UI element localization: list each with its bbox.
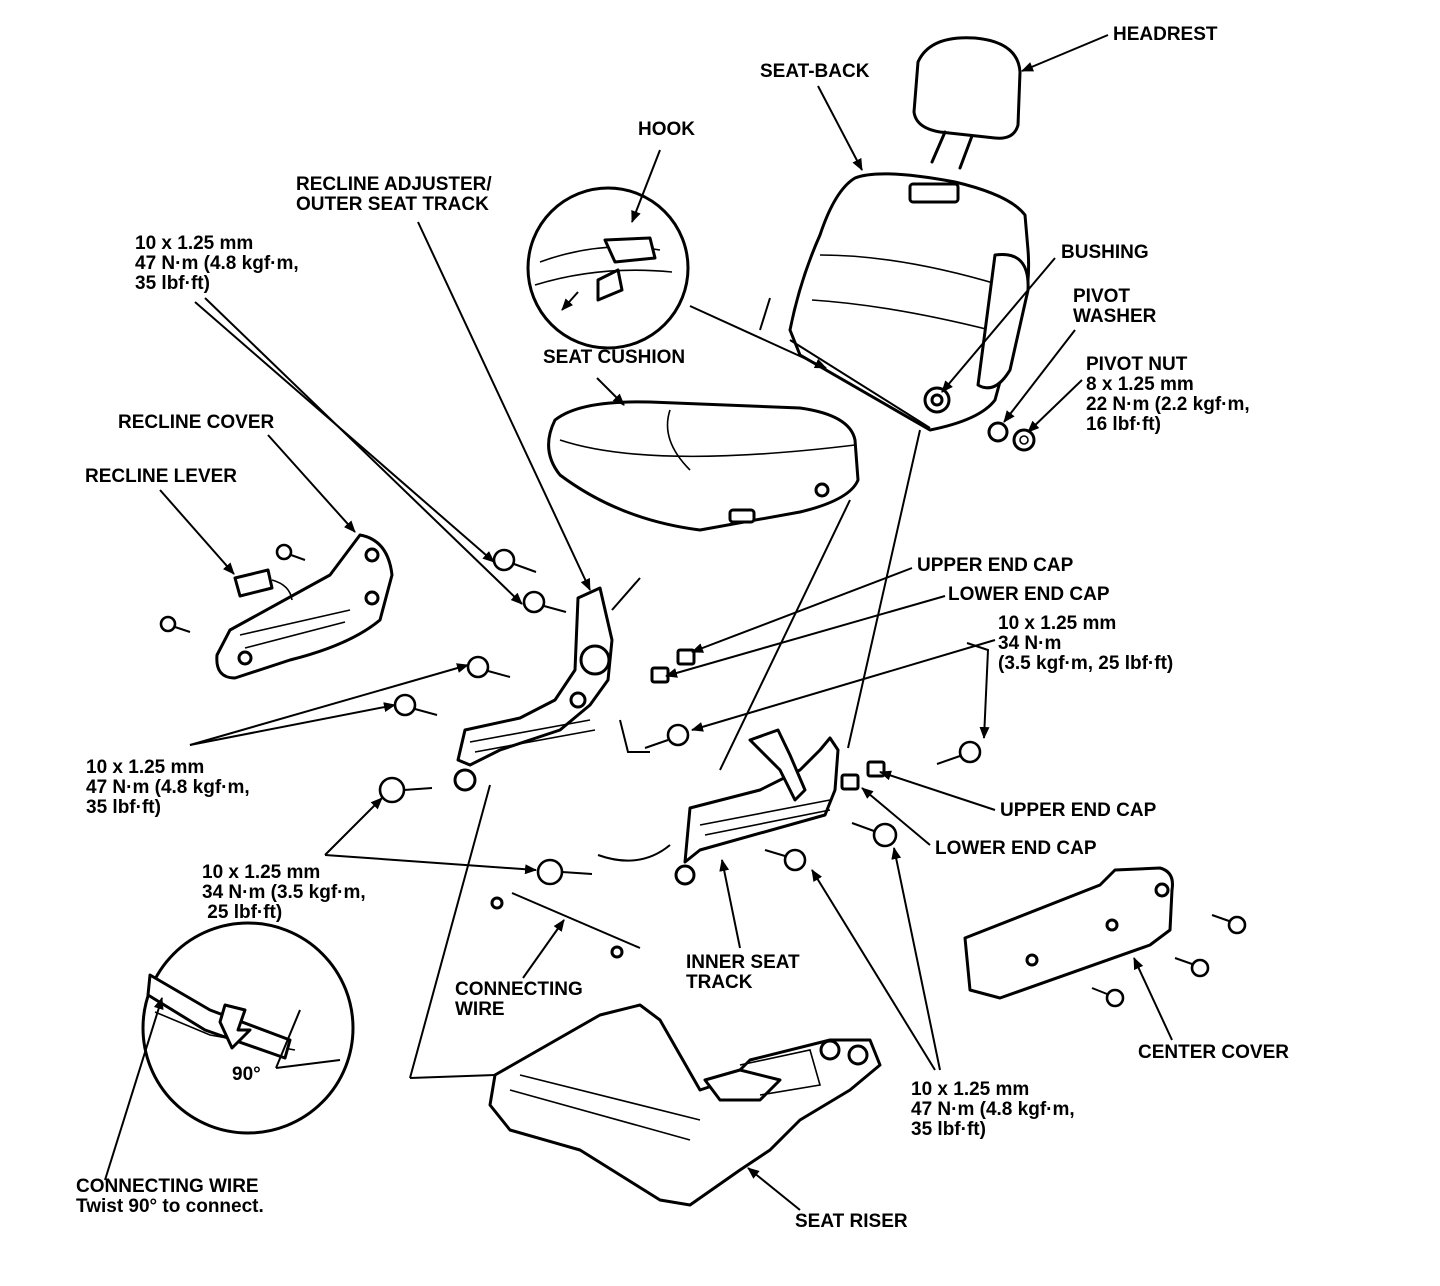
bolt-cover-1 — [275, 543, 306, 561]
bolt-center-1 — [644, 723, 690, 749]
label-recline-cover: RECLINE COVER — [118, 412, 275, 433]
label-center-cover: CENTER COVER — [1138, 1042, 1289, 1063]
label-bolt-upper-left-1: 10 x 1.25 mm — [135, 233, 253, 254]
label-bolt-mid-left-3: 35 lbf·ft) — [86, 797, 161, 818]
label-pivot-washer-1: PIVOT — [1073, 286, 1130, 307]
label-bolt-lower-center-3: 25 lbf·ft) — [202, 902, 282, 923]
bolt-lower-3 — [851, 822, 898, 848]
seat-back-part — [788, 172, 1031, 432]
end-caps-part — [650, 648, 886, 791]
seat-riser-part — [488, 1003, 882, 1207]
label-bolt-mid-left-2: 47 N·m (4.8 kgf·m, — [86, 777, 250, 798]
center-cover-part — [963, 866, 1174, 1000]
recline-lever-part — [233, 568, 293, 601]
hook-detail-circle — [526, 186, 690, 350]
headrest-part — [912, 36, 1022, 170]
label-hook: HOOK — [638, 119, 695, 140]
bolts-group — [159, 543, 1247, 1008]
outer-seat-track-part — [453, 586, 614, 792]
bolt-cover-2 — [159, 615, 191, 633]
recline-cover-part — [215, 533, 394, 680]
label-bushing: BUSHING — [1061, 242, 1149, 263]
label-upper-end-cap-top: UPPER END CAP — [917, 555, 1074, 576]
connecting-wire-part — [490, 844, 671, 959]
label-bolt-lower-right-2: 47 N·m (4.8 kgf·m, — [911, 1099, 1075, 1120]
label-pivot-nut-2: 8 x 1.25 mm — [1086, 374, 1194, 395]
label-seat-riser: SEAT RISER — [795, 1211, 908, 1232]
bolt-lower-1 — [536, 858, 593, 886]
bolt-mid-1 — [466, 655, 511, 679]
label-bolt-lower-center-1: 10 x 1.25 mm — [202, 862, 320, 883]
bolt-cover-r3 — [1091, 987, 1125, 1008]
label-pivot-nut-4: 16 lbf·ft) — [1086, 414, 1161, 435]
label-angle: 90° — [232, 1064, 261, 1085]
label-lower-end-cap-bottom: LOWER END CAP — [935, 838, 1097, 859]
leader-lines — [104, 34, 1173, 1211]
label-pivot-washer-2: WASHER — [1073, 306, 1157, 327]
label-connecting-wire-note-1: CONNECTING WIRE — [76, 1176, 259, 1197]
label-seat-cushion: SEAT CUSHION — [543, 347, 685, 368]
label-bolt-lower-right-3: 35 lbf·ft) — [911, 1119, 986, 1140]
pivot-washer-nut-part — [987, 421, 1036, 452]
label-bolt-lower-center-2: 34 N·m (3.5 kgf·m, — [202, 882, 366, 903]
bolt-mid-2 — [393, 693, 438, 717]
label-recline-lever: RECLINE LEVER — [85, 466, 237, 487]
bolt-lower-2 — [764, 848, 807, 872]
label-bolt-right-upper-1: 10 x 1.25 mm — [998, 613, 1116, 634]
label-inner-seat-track-1: INNER SEAT — [686, 952, 800, 973]
label-bolt-upper-left-2: 47 N·m (4.8 kgf·m, — [135, 253, 299, 274]
label-connecting-wire-2: WIRE — [455, 999, 505, 1020]
label-bolt-lower-right-1: 10 x 1.25 mm — [911, 1079, 1029, 1100]
label-bolt-right-upper-2: 34 N·m — [998, 633, 1061, 654]
label-headrest: HEADREST — [1113, 24, 1218, 45]
label-seat-back: SEAT-BACK — [760, 61, 870, 82]
label-bolt-upper-left-3: 35 lbf·ft) — [135, 273, 210, 294]
labels-group: HEADREST SEAT-BACK HOOK RECLINE ADJUSTER… — [76, 24, 1289, 1232]
bolt-cover-r2 — [1174, 957, 1210, 978]
bolt-cover-r1 — [1211, 914, 1247, 935]
label-inner-seat-track-2: TRACK — [686, 972, 753, 993]
label-recline-adjuster-1: RECLINE ADJUSTER/ — [296, 174, 492, 195]
label-bolt-mid-left-1: 10 x 1.25 mm — [86, 757, 204, 778]
bolt-right-1 — [936, 740, 982, 765]
label-bolt-right-upper-3: (3.5 kgf·m, 25 lbf·ft) — [998, 653, 1173, 674]
label-recline-adjuster-2: OUTER SEAT TRACK — [296, 194, 489, 215]
connecting-wire-detail — [141, 921, 355, 1135]
inner-seat-track-part — [674, 728, 840, 886]
label-pivot-nut-1: PIVOT NUT — [1086, 354, 1188, 375]
label-connecting-wire-note-2: Twist 90° to connect. — [76, 1196, 264, 1217]
seat-cushion-part — [547, 400, 860, 532]
label-upper-end-cap-bottom: UPPER END CAP — [1000, 800, 1157, 821]
label-connecting-wire-1: CONNECTING — [455, 979, 583, 1000]
bolt-upper-1 — [492, 548, 537, 573]
bolt-mid-3 — [378, 776, 433, 804]
label-lower-end-cap-top: LOWER END CAP — [948, 584, 1110, 605]
label-pivot-nut-3: 22 N·m (2.2 kgf·m, — [1086, 394, 1250, 415]
bolt-upper-2 — [522, 590, 567, 614]
